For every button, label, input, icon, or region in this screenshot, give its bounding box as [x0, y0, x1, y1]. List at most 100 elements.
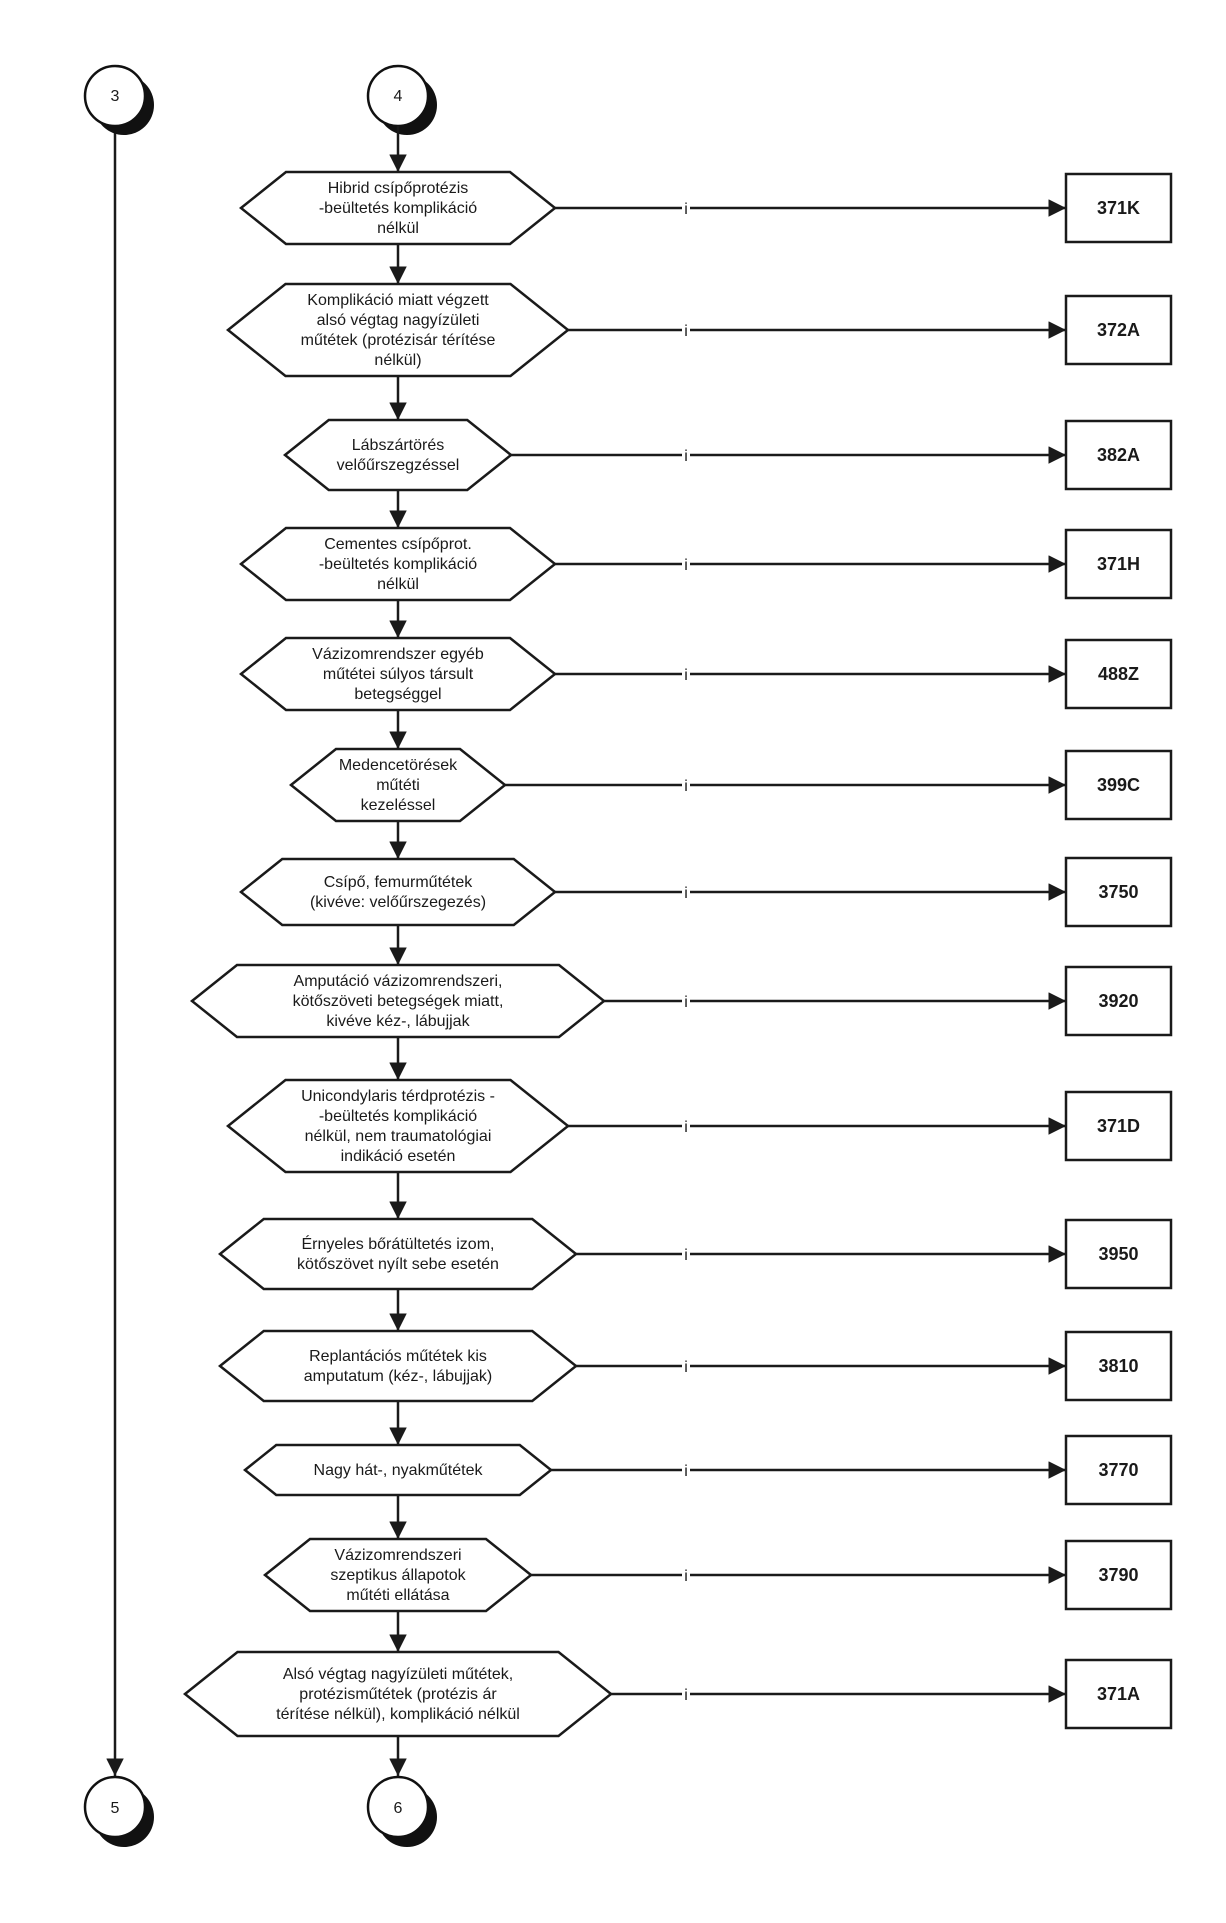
decision-hexagon [217, 1217, 579, 1291]
connector-6-label: 6 [394, 1800, 403, 1817]
decision-text-line: velőűrszegzéssel [337, 457, 460, 474]
connector-3-label: 3 [111, 88, 120, 105]
decision-text-line: -beültetés komplikáció [319, 556, 477, 573]
result-code: 399C [1097, 775, 1140, 795]
decision-row-7: Csípő, femurműtétek(kivéve: velőűrszegez… [238, 821, 1173, 928]
decision-text-line: Vázizomrendszer egyéb [312, 646, 484, 663]
branch-label: i [684, 1463, 688, 1480]
result-code-box [1064, 1218, 1173, 1290]
decision-text-line: kivéve kéz-, lábujjak [326, 1013, 470, 1030]
decision-hexagon [282, 418, 514, 492]
decision-text-line: Alsó végtag nagyízületi műtétek, [283, 1666, 513, 1683]
decision-text-line: Vázizomrendszeri [334, 1547, 461, 1564]
decision-row-12: Nagy hát-, nyakműtétek i 3770 [242, 1401, 1173, 1506]
connector-3: 3 [83, 64, 154, 135]
decision-row-11: Replantációs műtétek kis amputatum (kéz-,… [217, 1289, 1173, 1403]
decision-row-1: Hibrid csípőprotézis -beültetés komplikác… [238, 126, 1173, 246]
decision-text-line: Replantációs műtétek kis [309, 1348, 487, 1365]
decision-text-line: térítése nélkül), komplikáció nélkül [276, 1706, 520, 1723]
decision-text-line: Csípő, femurműtétek [324, 874, 474, 891]
branch-label: i [684, 994, 688, 1011]
decision-text-line: -beültetés komplikáció [319, 200, 477, 217]
branch-label-backing [682, 1565, 690, 1585]
decision-text-line: műtéti [376, 777, 420, 794]
decision-text-line: Cementes csípőprot. [324, 536, 472, 553]
result-code-box [1064, 294, 1173, 366]
result-code-box [1064, 965, 1173, 1037]
branch-label-backing [682, 1116, 690, 1136]
branch-label: i [684, 201, 688, 218]
connector-4-label: 4 [394, 88, 403, 105]
branch-label-backing [682, 554, 690, 574]
decision-text-line: indikáció esetén [341, 1148, 456, 1165]
result-code-box [1064, 1539, 1173, 1611]
decision-text-line: műtétek (protézisár térítése [301, 332, 496, 349]
result-code-box [1064, 749, 1173, 821]
decision-text-line: kezeléssel [361, 797, 436, 814]
result-code-box [1064, 1434, 1173, 1506]
result-code-box [1064, 856, 1173, 928]
decision-text-line: műtéti ellátása [346, 1587, 449, 1604]
connector-4: 4 [366, 64, 437, 135]
result-code: 371H [1097, 554, 1140, 574]
result-code: 488Z [1098, 664, 1139, 684]
decision-text-line: kötőszövet nyílt sebe esetén [297, 1256, 499, 1273]
branch-label-backing [682, 664, 690, 684]
result-code: 3750 [1098, 882, 1138, 902]
decision-row-9: Unicondylaris térdprotézis - -beültetés k… [225, 1037, 1173, 1174]
decision-text-line: műtétei súlyos társult [323, 666, 474, 683]
branch-label-backing [682, 882, 690, 902]
decision-text-line: nélkül, nem traumatológiai [305, 1128, 492, 1145]
decision-row-14: Alsó végtag nagyízületi műtétek, protézis… [182, 1611, 1173, 1738]
branch-label-backing [682, 775, 690, 795]
decision-row-2: Komplikáció miatt végzett alsó végtag nag… [225, 244, 1173, 378]
decision-text-line: szeptikus állapotok [330, 1567, 466, 1584]
result-code: 372A [1097, 320, 1140, 340]
decision-text-line: Hibrid csípőprotézis [328, 180, 469, 197]
result-code: 371K [1097, 198, 1140, 218]
decision-text-line: nélkül [377, 220, 419, 237]
decision-text-line: -beültetés komplikáció [319, 1108, 477, 1125]
result-code: 3770 [1098, 1460, 1138, 1480]
branch-label: i [684, 448, 688, 465]
connector-6: 6 [366, 1775, 437, 1847]
branch-label-backing [682, 1244, 690, 1264]
decision-text-line: Lábszártörés [352, 437, 445, 454]
decision-text-line: alsó végtag nagyízületi [317, 312, 480, 329]
branch-label: i [684, 1568, 688, 1585]
branch-label: i [684, 1687, 688, 1704]
result-code-box [1064, 528, 1173, 600]
decision-text-line: kötőszöveti betegségek miatt, [293, 993, 504, 1010]
branch-label-backing [682, 445, 690, 465]
decision-row-4: Cementes csípőprot. -beültetés komplikáci… [238, 490, 1173, 602]
decision-text-line: Unicondylaris térdprotézis - [301, 1088, 495, 1105]
result-code-box [1064, 638, 1173, 710]
decision-text-line: Nagy hát-, nyakműtétek [314, 1462, 484, 1479]
result-code: 371D [1097, 1116, 1140, 1136]
result-code: 3810 [1098, 1356, 1138, 1376]
decision-text-line: nélkül [377, 576, 419, 593]
decision-row-3: Lábszártörés velőűrszegzéssel i 382A [282, 376, 1173, 492]
decision-row-5: Vázizomrendszer egyéb műtétei súlyos társ… [238, 600, 1173, 712]
result-code: 371A [1097, 1684, 1140, 1704]
decision-row-13: Vázizomrendszeri szeptikus állapotok műtét… [262, 1495, 1173, 1613]
decision-text-line: Érnyeles bőrátültetés izom, [302, 1234, 495, 1253]
decision-hexagon [217, 1329, 579, 1403]
result-code-box [1064, 1330, 1173, 1402]
branch-label: i [684, 1247, 688, 1264]
decision-text-line: amputatum (kéz-, lábujjak) [304, 1368, 493, 1385]
decision-text-line: Komplikáció miatt végzett [307, 292, 489, 309]
result-code-box [1064, 419, 1173, 491]
result-code-box [1064, 172, 1173, 244]
decision-text-line: protézisműtétek (protézis ár [299, 1686, 497, 1703]
branch-label: i [684, 885, 688, 902]
result-code: 3950 [1098, 1244, 1138, 1264]
branch-label-backing [682, 1684, 690, 1704]
branch-label: i [684, 323, 688, 340]
decision-text-line: betegséggel [354, 686, 441, 703]
decision-row-8: Amputáció vázizomrendszeri,kötőszöveti b… [189, 925, 1173, 1039]
result-code: 382A [1097, 445, 1140, 465]
branch-label-backing [682, 1460, 690, 1480]
result-code: 3790 [1098, 1565, 1138, 1585]
